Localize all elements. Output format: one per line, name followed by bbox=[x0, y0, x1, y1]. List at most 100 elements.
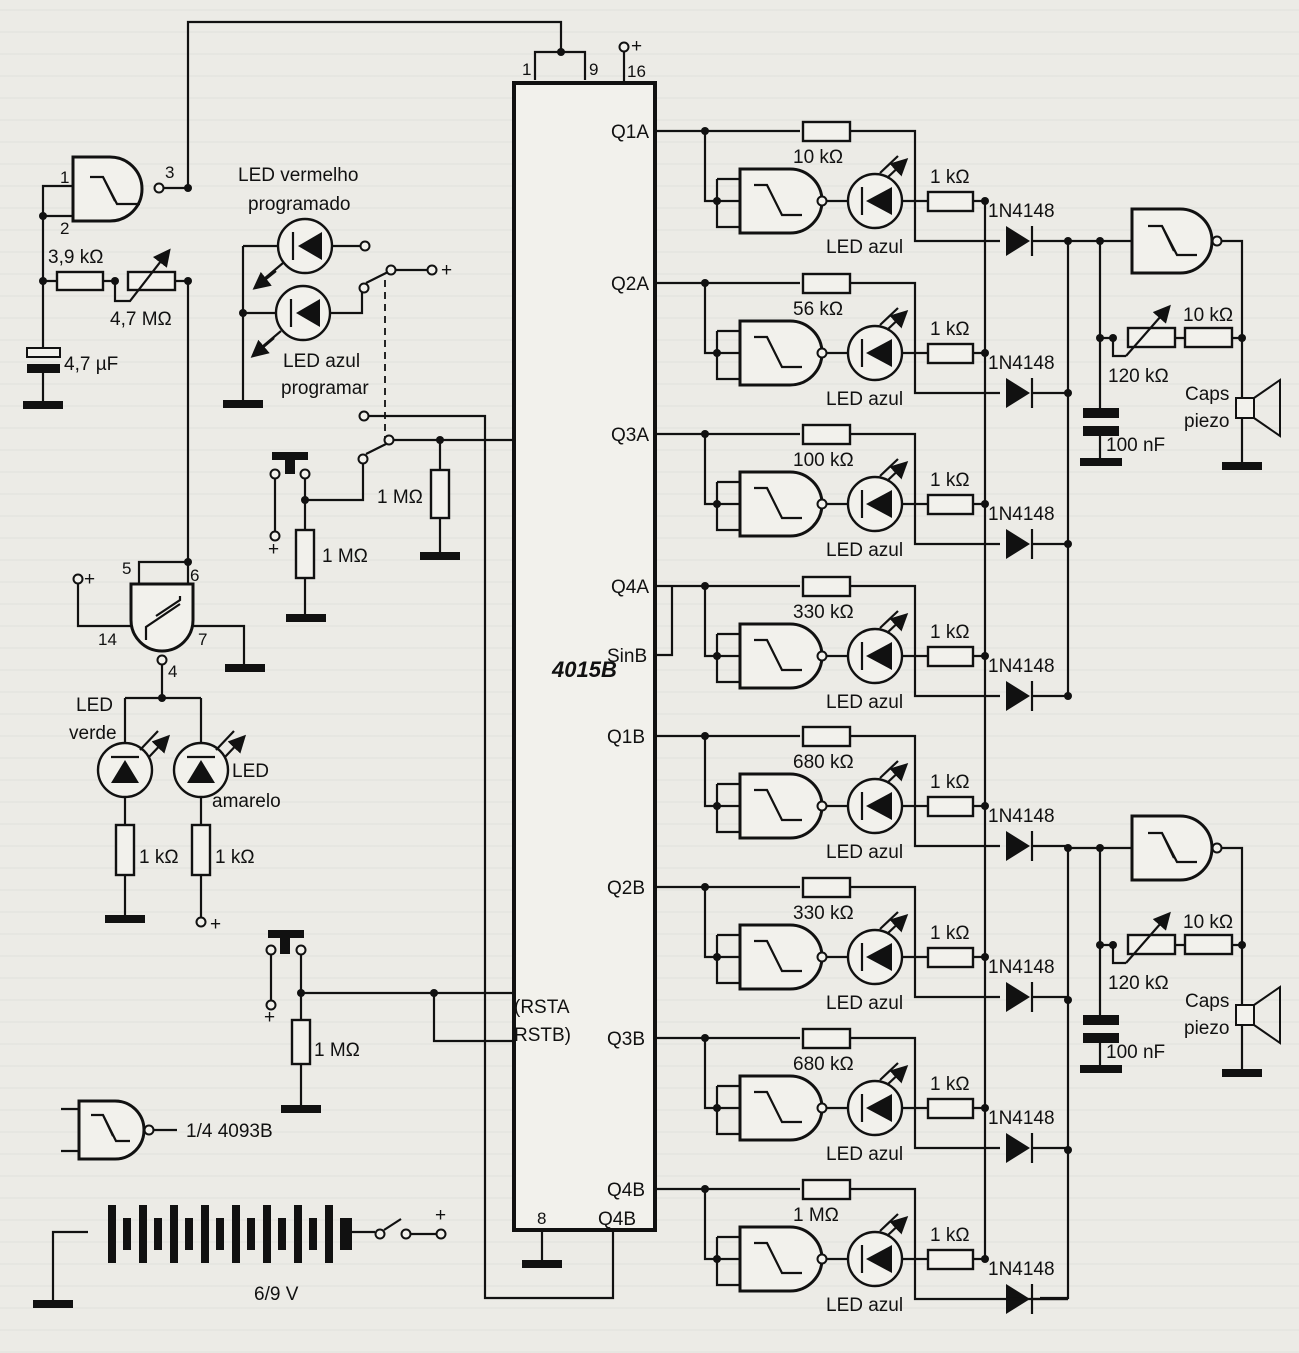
piezo-label-1: Caps bbox=[1185, 991, 1229, 1012]
resistor-1k-yellow bbox=[190, 823, 212, 877]
led-resistor-label: 1 kΩ bbox=[930, 622, 970, 643]
led-resistor bbox=[926, 946, 975, 969]
buzzer-nand-gate bbox=[1130, 814, 1223, 882]
led-resistor bbox=[926, 645, 975, 668]
led-blue bbox=[846, 761, 905, 835]
ic-output-label: Q1B bbox=[607, 727, 645, 748]
legend-nand-gate bbox=[61, 1099, 177, 1161]
led-blue bbox=[846, 611, 905, 685]
ic-reset-label-1: (RSTA bbox=[514, 997, 570, 1018]
ic-vdd-plus: + bbox=[631, 36, 642, 57]
buzzer-resistor-label: 10 kΩ bbox=[1183, 912, 1233, 933]
diode-1n4148 bbox=[1006, 226, 1068, 256]
label-led-green-1: LED bbox=[76, 695, 113, 716]
piezo-label-1: Caps bbox=[1185, 384, 1229, 405]
stage-5: Q1B 680 kΩ LED azul 1 kΩ 1N4148 bbox=[607, 725, 1068, 863]
ic-output-label: Q4B bbox=[607, 1180, 645, 1201]
schmitt-nand-gate bbox=[738, 319, 828, 387]
status-pin-7: 7 bbox=[198, 630, 207, 649]
legend-gate-label: 1/4 4093B bbox=[186, 1121, 273, 1142]
diode-1n4148 bbox=[1006, 982, 1068, 1012]
label-1m-reset: 1 MΩ bbox=[314, 1040, 360, 1061]
buzzer-resistor-label: 10 kΩ bbox=[1183, 305, 1233, 326]
schmitt-nand-gate bbox=[738, 622, 828, 690]
timing-resistor-label: 680 kΩ bbox=[793, 752, 854, 773]
diode-label: 1N4148 bbox=[988, 806, 1055, 827]
ic-reset-label-2: RSTB) bbox=[514, 1025, 571, 1046]
buzzer-cap-label: 100 nF bbox=[1106, 1042, 1165, 1063]
oscillator-nand-gate bbox=[71, 155, 165, 223]
label-1m-btn: 1 MΩ bbox=[322, 546, 368, 567]
buzzer-capacitor bbox=[1083, 408, 1119, 418]
led-label: LED azul bbox=[826, 692, 903, 713]
buzzer-resistor bbox=[1183, 933, 1234, 956]
led-label: LED azul bbox=[826, 842, 903, 863]
timing-resistor-label: 1 MΩ bbox=[793, 1205, 839, 1226]
ic-output-label: Q4A bbox=[611, 577, 649, 598]
diode-label: 1N4148 bbox=[988, 656, 1055, 677]
led-resistor-label: 1 kΩ bbox=[930, 167, 970, 188]
resistor-1k-green bbox=[114, 823, 136, 877]
diode-label: 1N4148 bbox=[988, 353, 1055, 374]
power-switch[interactable] bbox=[374, 1218, 412, 1240]
label-led-yellow-2: amarelo bbox=[212, 791, 281, 812]
prog-switch-plus: + bbox=[441, 260, 452, 281]
timing-resistor bbox=[801, 725, 852, 748]
osc-pin-3: 3 bbox=[165, 163, 174, 182]
buzzer-oscillator-2: 10 kΩ 120 kΩ 100 nF Caps piezo bbox=[1068, 814, 1281, 1077]
led-resistor bbox=[926, 1248, 975, 1271]
program-pushbutton[interactable] bbox=[269, 452, 311, 480]
led-blue bbox=[846, 156, 905, 230]
reset-pushbutton[interactable] bbox=[265, 930, 307, 956]
schmitt-nand-gate bbox=[738, 772, 828, 840]
led-blue bbox=[846, 1214, 905, 1288]
diode-1n4148 bbox=[1006, 831, 1068, 861]
led-label: LED azul bbox=[826, 1295, 903, 1316]
resistor-1m-reset bbox=[290, 1018, 312, 1066]
status-pin-4: 4 bbox=[168, 662, 177, 681]
schmitt-nand-gate bbox=[738, 923, 828, 991]
ic-sinb-label: SinB bbox=[607, 646, 647, 667]
led-blue bbox=[846, 1063, 905, 1137]
resistor-1m-pin7 bbox=[429, 468, 451, 520]
label-programado: programado bbox=[248, 194, 350, 215]
status-pin-5: 5 bbox=[122, 559, 131, 578]
ic-output-label: Q1A bbox=[611, 122, 649, 143]
timing-resistor-label: 10 kΩ bbox=[793, 147, 843, 168]
label-led-green-2: verde bbox=[69, 723, 117, 744]
buzzer-pot-label: 120 kΩ bbox=[1108, 973, 1169, 994]
ic-output-label: Q3B bbox=[607, 1029, 645, 1050]
ground-symbol bbox=[23, 401, 63, 409]
label-led-azul-prog: LED azul bbox=[283, 351, 360, 372]
led-resistor-label: 1 kΩ bbox=[930, 772, 970, 793]
ic-pin-8: 8 bbox=[537, 1209, 546, 1228]
label-1k-yellow: 1 kΩ bbox=[215, 847, 255, 868]
diode-1n4148 bbox=[1006, 529, 1068, 559]
resistor-3k9 bbox=[55, 270, 105, 292]
diode-label: 1N4148 bbox=[988, 504, 1055, 525]
buzzer-pot-label: 120 kΩ bbox=[1108, 366, 1169, 387]
schmitt-nand-gate bbox=[738, 167, 828, 235]
timing-resistor-label: 330 kΩ bbox=[793, 903, 854, 924]
timing-resistor bbox=[801, 1027, 852, 1050]
led-resistor bbox=[926, 342, 975, 365]
piezo-label-2: piezo bbox=[1184, 1018, 1229, 1039]
led-blue-program bbox=[254, 284, 332, 355]
led-resistor-label: 1 kΩ bbox=[930, 319, 970, 340]
led-blue bbox=[846, 912, 905, 986]
diode-label: 1N4148 bbox=[988, 201, 1055, 222]
diode-label: 1N4148 bbox=[988, 1259, 1055, 1280]
led-red-programmed bbox=[256, 217, 334, 287]
timing-resistor-label: 56 kΩ bbox=[793, 299, 843, 320]
diode-label: 1N4148 bbox=[988, 957, 1055, 978]
piezo-speaker bbox=[1235, 985, 1281, 1045]
timing-resistor bbox=[801, 575, 852, 598]
status-pin-14: 14 bbox=[98, 630, 117, 649]
led-resistor-label: 1 kΩ bbox=[930, 1074, 970, 1095]
osc-pin-2: 2 bbox=[60, 219, 69, 238]
